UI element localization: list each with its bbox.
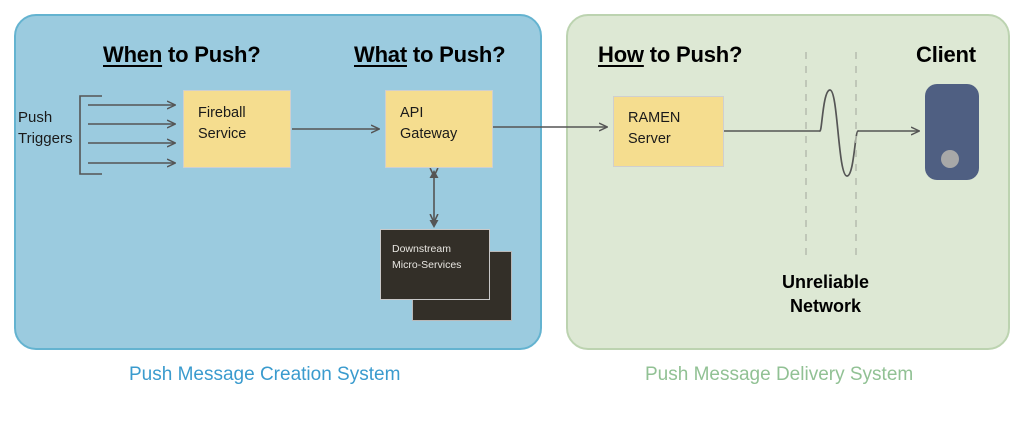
caption-push-message-delivery-system: Push Message Delivery System bbox=[645, 364, 914, 385]
panel-push-message-delivery-system bbox=[566, 14, 1010, 350]
heading-how-keyword: How bbox=[598, 42, 644, 67]
heading-what-rest: to Push? bbox=[406, 42, 506, 67]
heading-when-to-push: When to Push? bbox=[103, 42, 261, 68]
heading-when-rest: to Push? bbox=[162, 42, 261, 67]
heading-what-keyword: What bbox=[354, 42, 407, 67]
client-home-button-icon bbox=[941, 150, 959, 168]
heading-when-keyword: When bbox=[103, 42, 163, 67]
heading-how-rest: to Push? bbox=[643, 42, 743, 67]
client-device[interactable] bbox=[925, 84, 979, 180]
heading-how-to-push: How to Push? bbox=[598, 42, 742, 68]
caption-push-message-creation-system: Push Message Creation System bbox=[129, 364, 401, 385]
heading-client: Client bbox=[916, 42, 976, 67]
heading-what-to-push: What to Push? bbox=[354, 42, 506, 68]
